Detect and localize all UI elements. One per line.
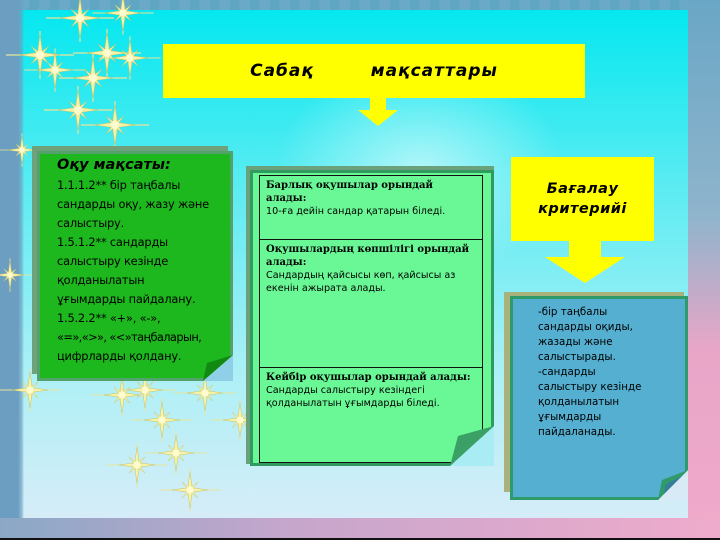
- criteria-heading-line2: критерийі: [538, 201, 627, 217]
- page-curl-icon: [450, 426, 494, 466]
- outcome-body: Сандарды салыстыру кезіндегі қолданылаты…: [266, 385, 440, 409]
- title-banner: Сабақ мақсаттары: [163, 44, 585, 98]
- outcome-heading: Кейбір оқушылар орындай алады:: [266, 372, 471, 383]
- sparkle-star-icon: [92, 0, 154, 35]
- sparkle-star-icon: [44, 86, 112, 134]
- page-curl-icon: [658, 470, 688, 500]
- sparkle-star-icon: [174, 371, 236, 415]
- objective-line: 1.5.1.2** сандарды: [57, 235, 168, 249]
- criteria-banner: Бағалау критерийі: [511, 157, 654, 241]
- objective-line: «=»,«>», «<»таңбаларын,: [57, 330, 202, 344]
- expected-outcomes-card: Барлық оқушылар орындай алады: 10-ға дей…: [250, 170, 494, 466]
- sparkle-star-icon: [0, 133, 46, 167]
- sparkle-star-icon: [0, 368, 61, 412]
- outcome-row: Барлық оқушылар орындай алады: 10-ға дей…: [260, 176, 482, 240]
- criteria-line: сандарды оқиды,: [538, 321, 633, 333]
- objective-line: қолданылатын: [57, 273, 145, 287]
- objective-line: ұғымдарды пайдалану.: [57, 292, 196, 306]
- criteria-line: пайдаланады.: [538, 426, 616, 438]
- outcome-row: Кейбір оқушылар орындай алады: Сандарды …: [260, 368, 482, 462]
- criteria-line: салыстыру кезінде: [538, 381, 642, 393]
- sparkle-star-icon: [106, 443, 168, 487]
- down-arrow-icon: [358, 98, 398, 126]
- sparkle-star-icon: [114, 368, 176, 412]
- outcome-body: Сандардың қайсысы көп, қайсысы аз екенін…: [266, 270, 456, 294]
- frame-top: [0, 0, 720, 10]
- objective-line: салыстыру кезінде: [57, 254, 169, 268]
- sparkle-star-icon: [46, 0, 114, 42]
- objective-line: 1.1.1.2** бір таңбалы: [57, 178, 181, 192]
- frame-right: [688, 0, 720, 540]
- objectives-heading: Оқу мақсаты:: [57, 157, 171, 173]
- assessment-criteria-card: -бір таңбалы сандарды оқиды, жазады және…: [510, 296, 688, 500]
- sparkle-star-icon: [145, 431, 207, 475]
- sparkle-star-icon: [59, 54, 127, 102]
- frame-left: [0, 0, 24, 540]
- criteria-line: салыстырады.: [538, 351, 616, 363]
- objective-line: 1.5.2.2** «+», «-»,: [57, 311, 161, 325]
- sparkle-star-icon: [99, 36, 161, 80]
- outcome-heading: Оқушылардың көпшілігі орындай алады:: [266, 244, 469, 268]
- learning-objectives-card: Оқу мақсаты: 1.1.1.2** бір таңбалы санда…: [37, 151, 233, 381]
- criteria-line: қолданылатын: [538, 396, 620, 408]
- sparkle-star-icon: [24, 48, 86, 92]
- criteria-heading-line1: Бағалау: [546, 181, 619, 197]
- criteria-line: жазады және: [538, 336, 613, 348]
- outcomes-table: Барлық оқушылар орындай алады: 10-ға дей…: [259, 175, 483, 463]
- criteria-line: -сандарды: [538, 366, 596, 378]
- sparkle-star-icon: [131, 398, 193, 442]
- outcome-row: Оқушылардың көпшілігі орындай алады: Сан…: [260, 240, 482, 368]
- sparkle-star-icon: [0, 258, 34, 292]
- page-title: Сабақ мақсаттары: [250, 61, 498, 81]
- outcome-heading: Барлық оқушылар орындай алады:: [266, 180, 433, 204]
- sparkle-star-icon: [81, 101, 149, 149]
- bottom-edge: [0, 538, 720, 540]
- outcome-body: 10-ға дейін сандар қатарын біледі.: [266, 206, 446, 217]
- criteria-line: -бір таңбалы: [538, 306, 608, 318]
- objective-line: сандарды оқу, жазу және: [57, 197, 209, 211]
- frame-bottom: [0, 518, 720, 540]
- objective-line: салыстыру.: [57, 216, 125, 230]
- sparkle-star-icon: [6, 31, 74, 79]
- sparkle-star-icon: [159, 468, 221, 512]
- page-curl-icon: [203, 355, 233, 381]
- criteria-line: ұғымдарды: [538, 411, 602, 423]
- down-arrow-icon: [545, 241, 625, 283]
- objective-line: цифрларды қолдану.: [57, 349, 182, 363]
